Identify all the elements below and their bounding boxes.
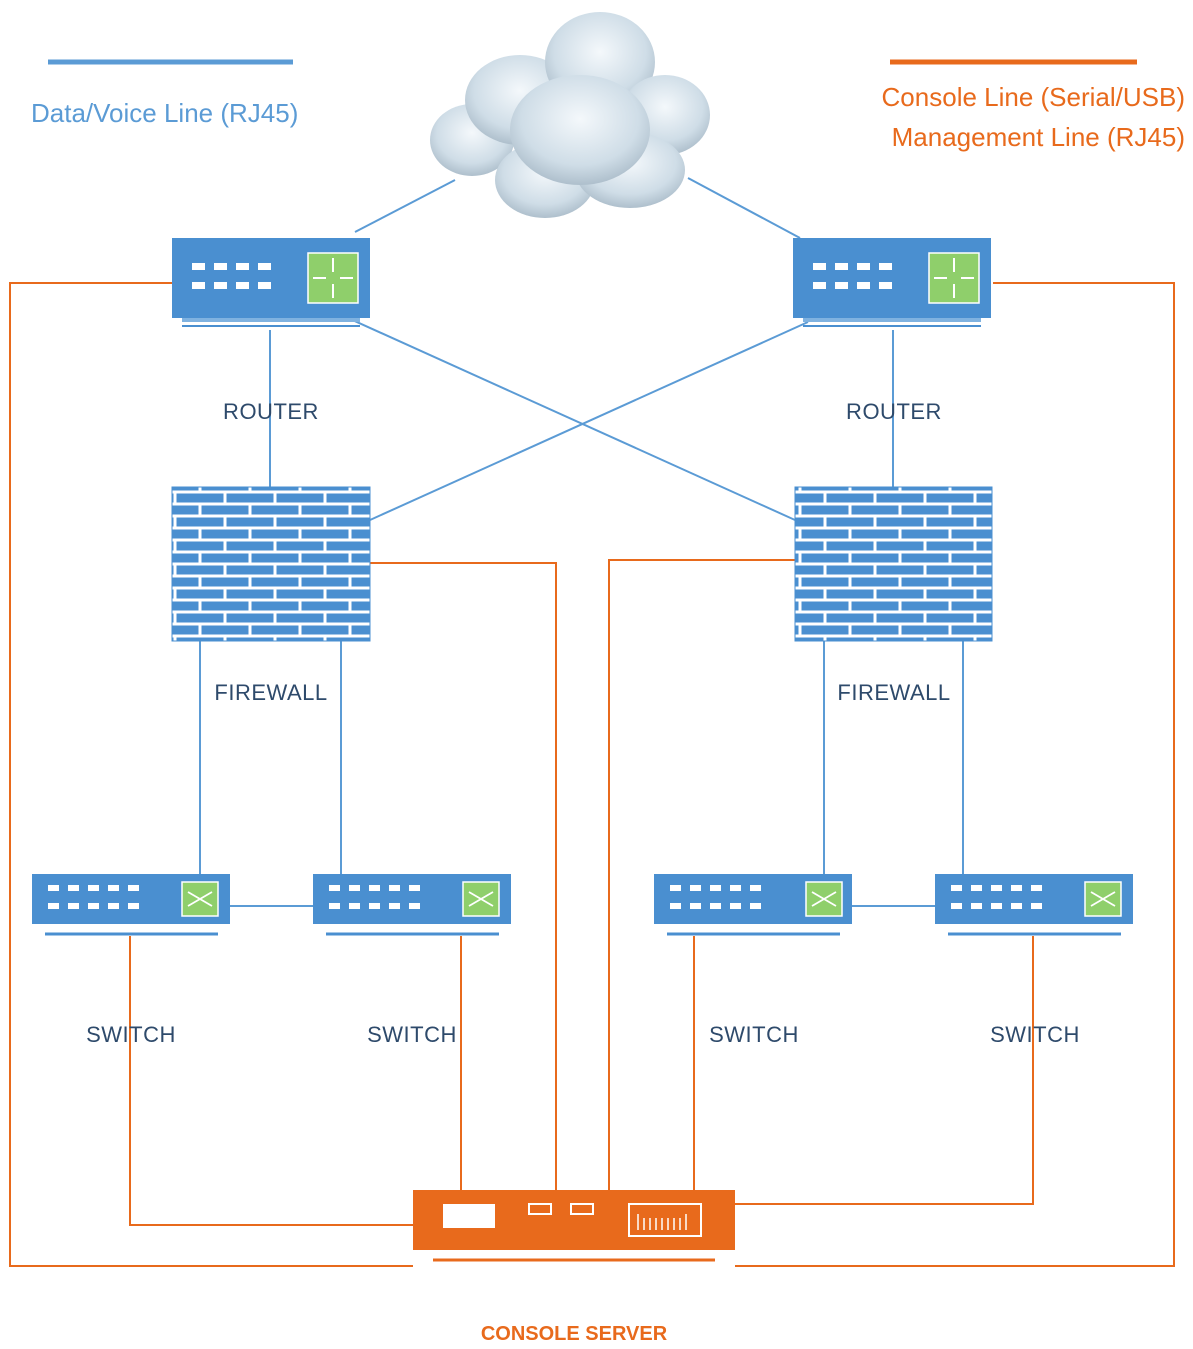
internet-cloud-icon — [430, 12, 710, 218]
firewall-left-icon[interactable] — [171, 486, 371, 642]
switch-3-label: SWITCH — [709, 1022, 799, 1047]
legend-console-label: Console Line (Serial/USB) — [881, 82, 1185, 112]
switch-3-icon[interactable] — [654, 874, 852, 936]
router-left-label: ROUTER — [223, 399, 319, 424]
switch-2-label: SWITCH — [367, 1022, 457, 1047]
firewall-left-label: FIREWALL — [214, 680, 328, 705]
router-right-icon[interactable] — [793, 238, 991, 327]
firewall-right-icon[interactable] — [794, 486, 993, 642]
switch-4-icon[interactable] — [935, 874, 1133, 936]
console-lines — [9, 282, 1175, 1267]
legend-management-label: Management Line (RJ45) — [891, 122, 1185, 152]
data-lines — [199, 177, 964, 907]
router-left-icon[interactable] — [172, 238, 370, 327]
console-server-icon[interactable] — [413, 1190, 735, 1262]
switch-4-label: SWITCH — [990, 1022, 1080, 1047]
switch-1-label: SWITCH — [86, 1022, 176, 1047]
switch-2-icon[interactable] — [313, 874, 511, 936]
legend-console-labels: Console Line (Serial/USB) Management Lin… — [882, 77, 1185, 157]
console-server-label: CONSOLE SERVER — [480, 1323, 668, 1345]
switch-1-icon[interactable] — [32, 874, 230, 936]
router-right-label: ROUTER — [846, 399, 942, 424]
firewall-right-label: FIREWALL — [837, 680, 951, 705]
legend-data-label: Data/Voice Line (RJ45) — [31, 98, 299, 128]
